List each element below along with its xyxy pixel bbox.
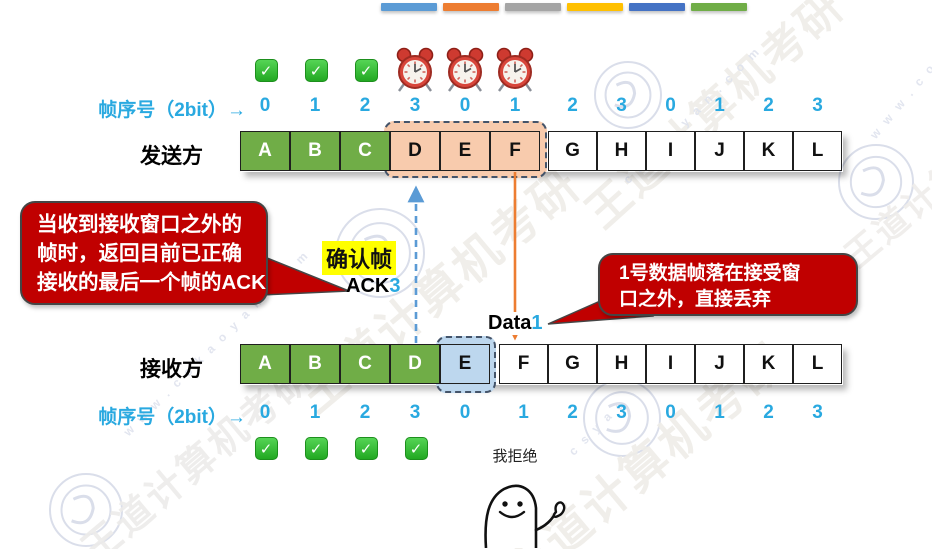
top-color-bar	[691, 3, 747, 11]
frame-cell-E: E	[440, 131, 490, 171]
seq-number: 2	[567, 95, 578, 116]
sender-seq-label: 帧序号（2bit）→	[98, 100, 246, 121]
seq-number: 1	[509, 95, 521, 116]
receiver-seq-label: 帧序号（2bit）→	[98, 407, 246, 428]
frame-cell-J: J	[695, 344, 744, 384]
right-bubble-line2: 口之外，直接丢弃	[619, 289, 772, 310]
seq-number: 2	[359, 95, 371, 116]
seq-number: 2	[763, 402, 774, 423]
frame-cell-G: G	[548, 344, 597, 384]
seq-number: 0	[259, 95, 271, 116]
top-color-bar	[567, 3, 623, 11]
frame-cell-I: I	[646, 344, 695, 384]
left-callout-bubble: 当收到接收窗口之外的 帧时，返回目前已正确 接收的最后一个帧的ACK	[20, 201, 268, 305]
frame-cell-A: A	[240, 344, 290, 384]
check-icon: ✓	[254, 437, 278, 460]
ack-label: ACK3	[346, 275, 400, 298]
seq-number: 0	[459, 402, 471, 423]
frame-cell-B: B	[290, 131, 340, 171]
frame-cell-B: B	[290, 344, 340, 384]
seq-number: 1	[309, 402, 321, 423]
frame-cell-L: L	[793, 344, 842, 384]
check-icon: ✓	[254, 59, 278, 82]
frame-cell-A: A	[240, 131, 290, 171]
seq-number: 3	[409, 402, 421, 423]
seq-number: 3	[812, 402, 823, 423]
seq-number: 2	[763, 95, 774, 116]
seq-number: 3	[812, 95, 823, 116]
frame-cell-F: F	[499, 344, 548, 384]
seq-number: 0	[665, 402, 676, 423]
seq-number: 1	[309, 95, 321, 116]
seq-number: 1	[518, 402, 529, 423]
seq-number: 0	[259, 402, 271, 423]
frame-cell-J: J	[695, 131, 744, 171]
receiver-label: 接收方	[140, 358, 203, 381]
frame-cell-G: G	[548, 131, 597, 171]
frame-cell-D: D	[390, 131, 440, 171]
data-number: 1	[531, 312, 543, 334]
top-color-bar	[629, 3, 685, 11]
right-bubble-line1: 1号数据帧落在接受窗	[619, 263, 801, 284]
check-icon: ✓	[304, 59, 328, 82]
ack-text: ACK	[346, 275, 390, 297]
alarm-clock-icon	[494, 46, 536, 94]
alarm-clock-icon	[394, 46, 436, 94]
data-text: Data	[488, 312, 532, 334]
frame-cell-C: C	[340, 131, 390, 171]
ack-number: 3	[389, 275, 401, 297]
confirm-frame-tag: 确认帧	[322, 241, 397, 275]
refuse-meme-figure	[484, 484, 566, 548]
frame-cell-D: D	[390, 344, 440, 384]
frame-cell-C: C	[340, 344, 390, 384]
seq-number: 1	[714, 95, 725, 116]
check-icon: ✓	[304, 437, 328, 460]
sender-label: 发送方	[140, 145, 203, 168]
left-bubble-line2: 帧时，返回目前已正确	[37, 242, 242, 265]
top-color-bar	[381, 3, 437, 11]
frame-cell-H: H	[597, 131, 646, 171]
check-icon: ✓	[354, 437, 378, 460]
refuse-label: 我拒绝	[492, 448, 538, 465]
left-bubble-line1: 当收到接收窗口之外的	[37, 213, 242, 236]
frame-cell-I: I	[646, 131, 695, 171]
frame-cell-H: H	[597, 344, 646, 384]
seq-number: 2	[359, 402, 371, 423]
frame-cell-K: K	[744, 131, 793, 171]
check-icon: ✓	[404, 437, 428, 460]
frame-cell-E: E	[440, 344, 490, 384]
right-callout-bubble: 1号数据帧落在接受窗 口之外，直接丢弃	[598, 253, 858, 316]
data-label: Data1	[487, 312, 544, 335]
seq-number: 2	[567, 402, 578, 423]
check-icon: ✓	[354, 59, 378, 82]
left-bubble-line3: 接收的最后一个帧的ACK	[37, 271, 266, 294]
frame-cell-F: F	[490, 131, 540, 171]
top-color-bar	[443, 3, 499, 11]
seq-number: 0	[459, 95, 471, 116]
top-color-bar	[505, 3, 561, 11]
frame-cell-K: K	[744, 344, 793, 384]
alarm-clock-icon	[444, 46, 486, 94]
seq-number: 0	[665, 95, 676, 116]
seq-number: 3	[409, 95, 421, 116]
seq-number: 1	[714, 402, 725, 423]
